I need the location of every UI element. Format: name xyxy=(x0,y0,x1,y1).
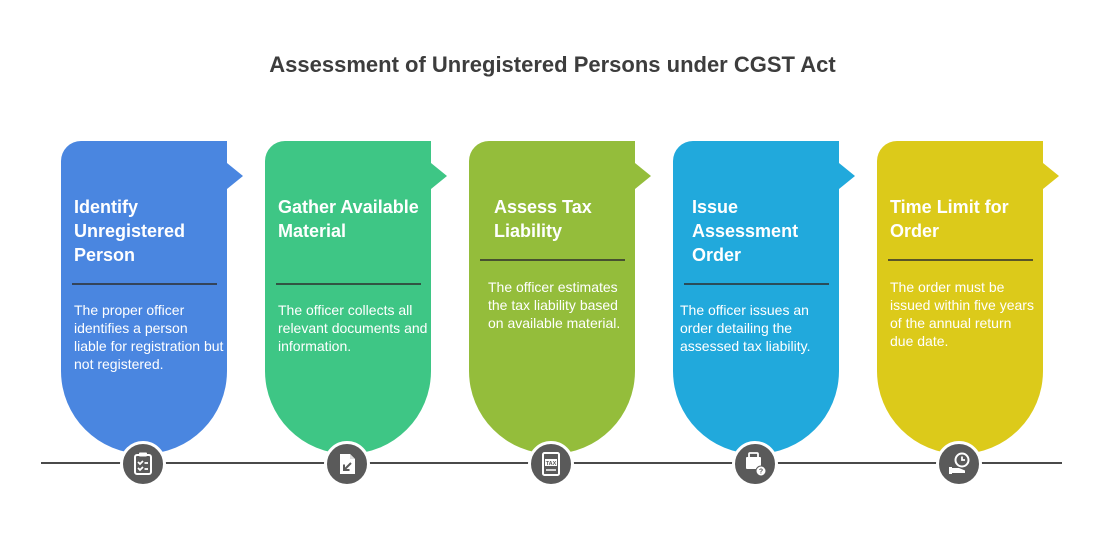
step-issue-assessment-order: Issue Assessment Order The officer issue… xyxy=(673,141,855,491)
step-title: Assess Tax Liability xyxy=(494,197,592,241)
step-shape xyxy=(61,141,243,454)
document-collect-icon xyxy=(324,441,370,487)
step-title: Issue Assessment Order xyxy=(692,197,799,265)
step-divider xyxy=(888,259,1033,261)
step-gather-available-material: Gather Available Material The officer co… xyxy=(265,141,447,491)
step-description: The officer collects all relevant docume… xyxy=(278,302,428,354)
step-divider xyxy=(684,283,829,285)
step-title: Time Limit for Order xyxy=(890,197,1009,241)
step-shape xyxy=(877,141,1059,454)
step-title: Identify Unregistered Person xyxy=(74,197,186,265)
step-identify-unregistered-person: Identify Unregistered Person The proper … xyxy=(61,141,243,491)
step-divider xyxy=(480,259,625,261)
step-assess-tax-liability: Assess Tax Liability The officer estimat… xyxy=(469,141,651,491)
step-description: The officer estimates the tax liability … xyxy=(488,279,621,331)
checklist-icon xyxy=(120,441,166,487)
step-divider xyxy=(276,283,421,285)
step-time-limit-for-order: Time Limit for Order The order must be i… xyxy=(877,141,1059,491)
svg-text:?: ? xyxy=(759,469,763,476)
svg-text:TAX: TAX xyxy=(546,461,557,467)
step-description: The officer issues an order detailing th… xyxy=(680,302,811,354)
order-issue-icon: ? xyxy=(732,441,778,487)
step-shape xyxy=(265,141,447,454)
diagram-title: Assessment of Unregistered Persons under… xyxy=(269,52,836,77)
step-description: The order must be issued within five yea… xyxy=(890,279,1034,349)
tax-document-icon: TAX xyxy=(528,441,574,487)
step-shape xyxy=(673,141,855,454)
step-title: Gather Available Material xyxy=(278,197,419,241)
step-shape xyxy=(469,141,651,454)
step-description: The proper officer identifies a person l… xyxy=(74,302,224,372)
step-divider xyxy=(72,283,217,285)
clock-deadline-icon xyxy=(936,441,982,487)
